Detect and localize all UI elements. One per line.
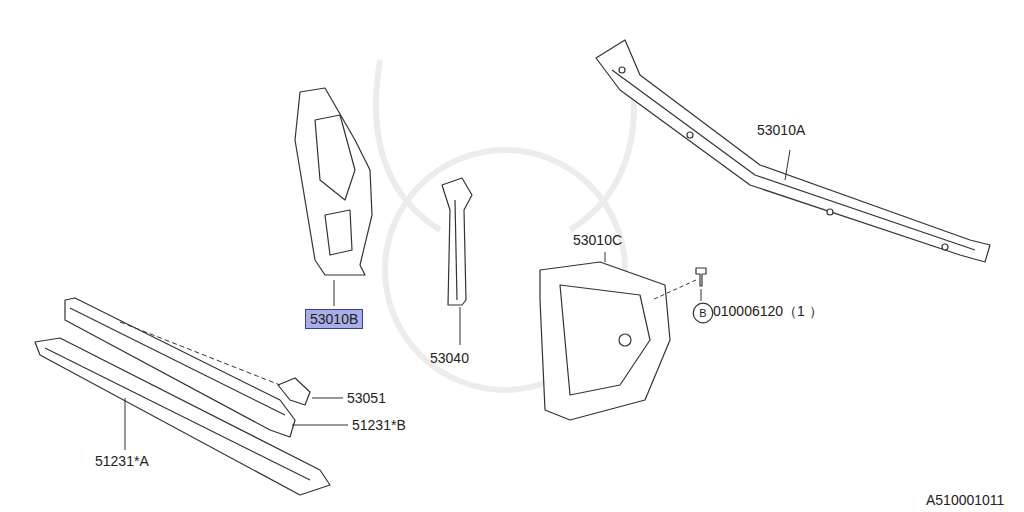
bolt [696,268,706,286]
clip [278,378,310,405]
bolt-ref-circle: B [692,302,714,324]
cowl-panel-upper [65,298,295,437]
part-number: 53051 [347,390,386,406]
node-text: B [699,305,706,321]
part-number: 53010A [757,122,805,138]
diagram-code: A510001011 [926,492,1004,508]
part-number: 51231*B [352,417,406,433]
part-number: 53010C [573,232,622,248]
leader-lines [120,150,790,450]
side-panel-c [540,262,670,420]
highlighted-part-number: 53010B [305,309,363,329]
part-number: 51231*A [95,453,149,469]
upper-crossmember [596,40,990,262]
node-text: 53010B [310,311,358,327]
fastener-number: 010006120（1 ） [713,303,823,319]
side-panel-b [295,88,372,275]
center-stay [442,178,472,305]
part-number: 53040 [430,350,469,366]
